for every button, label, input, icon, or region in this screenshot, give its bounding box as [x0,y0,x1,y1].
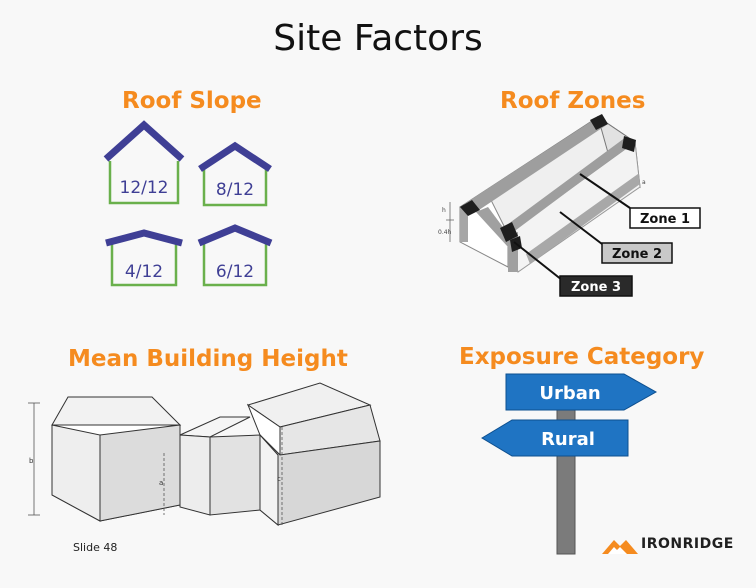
ironridge-mark-icon [602,540,638,554]
house-12-12: 12/12 [103,120,185,205]
slope-label: 4/12 [125,262,163,282]
exposure-category-heading: Exposure Category [459,344,705,370]
mean-building-height-diagram: b a c [28,382,381,527]
svg-text:Zone 1: Zone 1 [640,212,690,227]
dimension-label: 0.4h [438,229,452,236]
house-4-12: 4/12 [105,229,183,287]
ironridge-logo: IRONRIDGE [600,532,750,558]
slide-number: Slide 48 [73,541,118,554]
zone-2-label: Zone 2 [601,242,673,264]
slope-label: 6/12 [216,262,254,282]
house-6-12: 6/12 [197,224,273,287]
roof-zones-diagram: h 0.4h a Zone 1 Zone 2 Zone 3 [438,114,701,297]
roof-zones-heading: Roof Zones [500,88,646,114]
dimension-label: a [642,179,646,186]
rural-sign: Rural [481,419,629,457]
dimension-label: b [29,457,34,465]
dimension-label: a [159,479,163,487]
urban-sign: Urban [505,373,658,411]
dimension-label: c [277,475,281,483]
svg-text:Urban: Urban [539,383,600,404]
slide-title: Site Factors [273,18,483,59]
zone-1-label: Zone 1 [629,207,701,229]
house-8-12: 8/12 [198,141,272,207]
svg-text:Zone 3: Zone 3 [571,280,621,295]
dimension-label: h [442,207,446,214]
zone-3-label: Zone 3 [559,275,633,297]
slope-label: 8/12 [216,180,254,200]
roof-slope-heading: Roof Slope [122,88,262,114]
roof-slope-diagram: 12/12 8/12 4/12 6/12 [103,120,273,287]
exposure-category-signpost: Urban Rural [481,373,658,555]
mean-building-height-heading: Mean Building Height [68,346,348,372]
slope-label: 12/12 [120,178,169,198]
svg-text:Rural: Rural [541,429,595,450]
svg-text:Zone 2: Zone 2 [612,247,662,262]
